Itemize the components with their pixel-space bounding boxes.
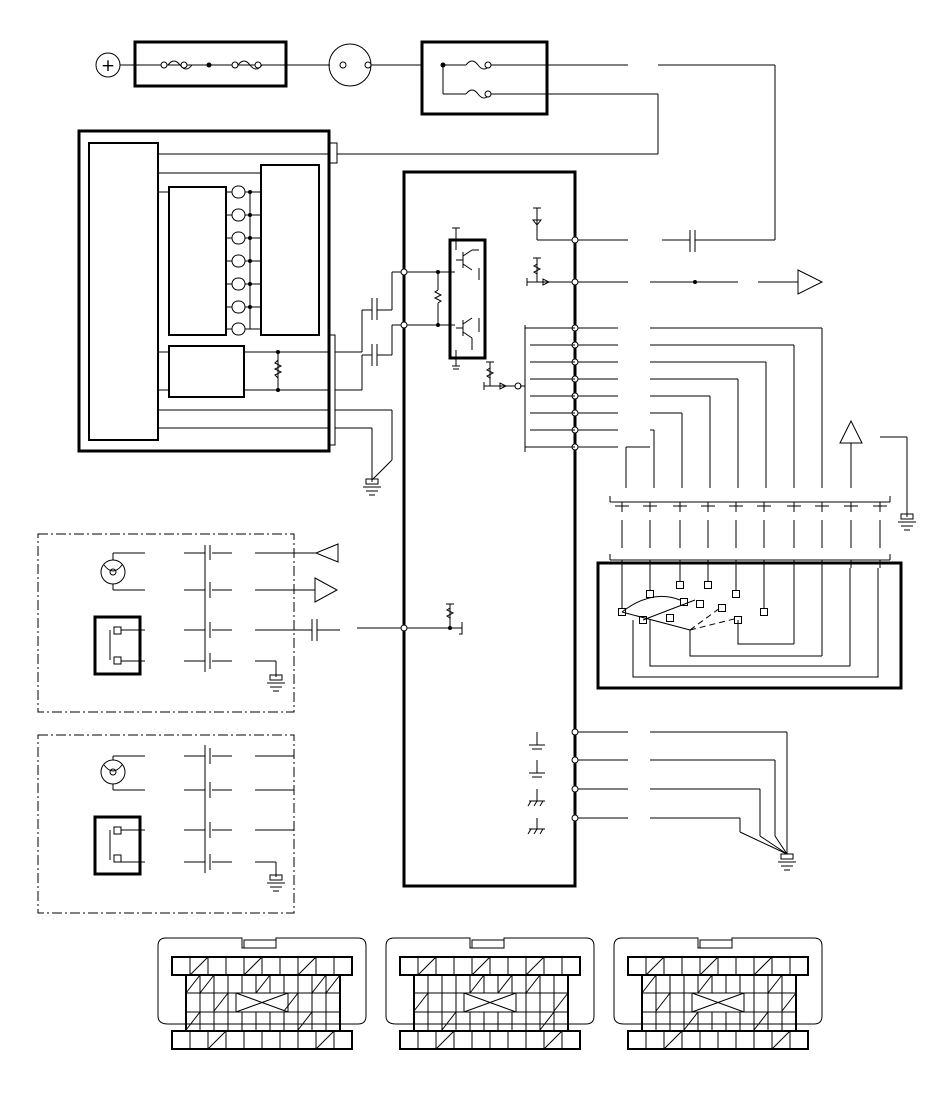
connector-hatch [753,1011,769,1031]
lamp-pin [696,600,704,608]
connector-hatch [553,992,569,1012]
ground-symbol-lamp [898,513,916,531]
connector-hatch [297,956,317,976]
connector-hatch [753,956,773,976]
output-arrow-right [797,269,824,295]
connector-hatch [539,1011,555,1031]
fusible-link-box [133,40,288,88]
connector-hatch [655,992,671,1012]
output-arrow-up [839,419,863,444]
ground-symbol-common [778,853,796,871]
lamp-pin [732,590,740,598]
connector-hatch [497,974,513,994]
connector-hatch [699,956,719,976]
connector-hatch [315,1030,335,1050]
connector-hatch [283,992,299,1012]
connector-shell [157,937,367,1025]
lamp-pin [704,581,712,589]
connector-hatch [525,956,545,976]
connector-hatch [683,1011,699,1031]
battery-positive-symbol: + [101,56,115,76]
connector-hatch [781,992,797,1012]
connector-hatch [641,974,657,994]
connector-hatch [525,974,541,994]
lamp-pin [666,614,674,622]
connector-hatch [471,956,491,976]
ecu-ground-wires [578,731,788,855]
connector-shell [385,937,595,1025]
connector-hatch [663,1030,683,1050]
connector-hatch [469,974,485,994]
connector-key-cross [235,992,289,1013]
connector-face [385,937,595,1050]
lamp-pin [646,590,654,598]
combination-meter [77,129,331,453]
lamp-pin [676,581,684,589]
transistor-block [448,227,487,370]
connector-face [157,937,367,1050]
fuse-box [420,40,549,116]
lamp-pin [680,598,688,606]
connector-face [613,937,823,1050]
ignition-switch [328,43,372,87]
ecu-module [400,170,577,888]
connector-hatch [207,1030,227,1050]
connector-hatch [767,974,783,994]
connector-hatch [771,1030,791,1050]
lamp-connector-wires [615,502,887,568]
connector-hatch [417,956,437,976]
connector-hatch [441,1011,457,1031]
connector-hatch [199,974,215,994]
lamp-assembly [596,561,903,690]
connector-hatch [297,1011,313,1031]
connector-key-cross [463,992,517,1013]
ground-wire [759,835,788,855]
ground-wire [739,831,788,855]
connector-latch [699,939,733,949]
input-arrow-left [314,543,339,563]
connector-hatch [213,992,229,1012]
lamp-pin [760,608,768,616]
connector-hatch [255,974,271,994]
connector-face-views [157,937,823,1050]
meter-led-column [226,185,261,336]
connector-hatch [543,1030,563,1050]
ecu-signal-wire-group [578,327,823,488]
ground-symbol-meter [363,478,381,496]
switch-module-upper [37,533,315,713]
connector-hatch [243,956,263,976]
connector-hatch [435,1030,455,1050]
lamp-pin-group [618,568,879,666]
ground-wire [774,835,788,855]
switch-module-lower [37,734,295,914]
connector-latch [243,939,277,949]
connector-key-cross [691,992,745,1013]
connector-shell [613,937,823,1025]
connector-hatch [645,956,665,976]
output-arrow-right-lower [314,577,339,603]
connector-hatch [189,956,209,976]
battery-positive-terminal: + [95,52,121,78]
connector-hatch [325,974,341,994]
connector-hatch [697,974,713,994]
connector-hatch [185,974,201,994]
connector-hatch [311,974,327,994]
connector-latch [471,939,505,949]
ecu-ground-symbols [527,732,545,835]
connector-hatch [413,992,429,1012]
lamp-pin [718,604,726,612]
connector-hatch [185,1011,201,1031]
